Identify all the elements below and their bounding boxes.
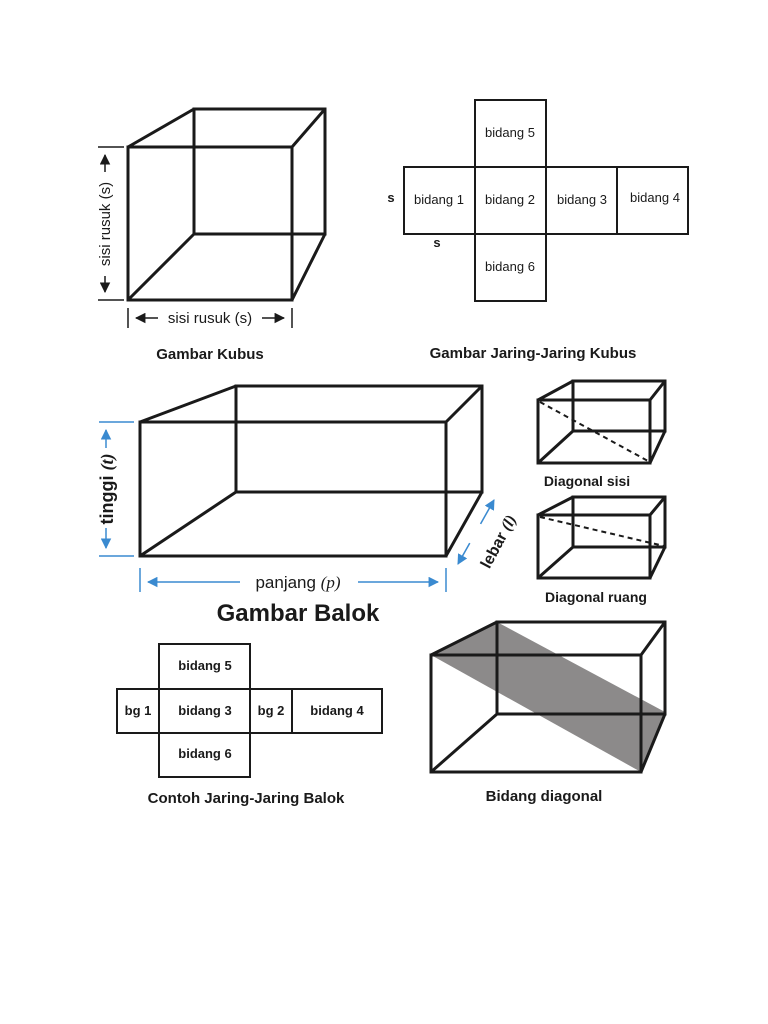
cube-net-face-6 bbox=[474, 233, 547, 302]
cube-net-label-5: bidang 5 bbox=[485, 125, 535, 140]
face-diagonal-back bbox=[571, 379, 667, 433]
cube-horizontal-label: sisi rusuk (s) bbox=[168, 310, 252, 327]
cuboid-height-dimension: tinggi (t) bbox=[95, 421, 134, 557]
cube-net-face-4 bbox=[616, 166, 689, 235]
cuboid-net-label-3: bidang 3 bbox=[178, 703, 231, 718]
cube-back-face bbox=[192, 107, 327, 236]
diagonal-plane-caption: Bidang diagonal bbox=[486, 788, 603, 805]
space-diagonal-caption: Diagonal ruang bbox=[545, 589, 647, 605]
cuboid-length-dimension: panjang (p) bbox=[139, 568, 447, 594]
cuboid-length-label: panjang (p) bbox=[255, 573, 340, 592]
space-diagonal-drawing bbox=[536, 495, 667, 580]
cuboid-net-label-6: bidang 6 bbox=[178, 746, 231, 761]
cube-vertical-label: sisi rusuk (s) bbox=[97, 182, 114, 266]
face-diagonal-caption: Diagonal sisi bbox=[544, 473, 630, 489]
face-diagonal-line bbox=[539, 401, 649, 462]
cuboid-net-label-4: bidang 4 bbox=[310, 703, 364, 718]
cuboid-back-face bbox=[234, 384, 484, 494]
cuboid-net-label-bg2: bg 2 bbox=[258, 703, 285, 718]
cube-caption: Gambar Kubus bbox=[156, 346, 264, 363]
cuboid-net-face-4 bbox=[291, 688, 383, 734]
cube-vertical-dimension: sisi rusuk (s) bbox=[96, 146, 124, 301]
cube-horizontal-dimension: sisi rusuk (s) bbox=[127, 306, 293, 328]
cuboid-net-face-6 bbox=[158, 732, 251, 778]
cuboid-net-label-bg1: bg 1 bbox=[125, 703, 152, 718]
space-diagonal-back bbox=[571, 495, 667, 549]
cube-front-face bbox=[126, 145, 294, 302]
diagonal-plane-shaded bbox=[431, 622, 665, 772]
cube-net: bidang 5 bidang 1 bidang 2 bidang 3 bida… bbox=[387, 99, 689, 302]
diagonal-plane-back bbox=[495, 620, 667, 716]
cube-net-label-6: bidang 6 bbox=[485, 259, 535, 274]
cuboid-height-label: tinggi (t) bbox=[97, 454, 118, 525]
cube-net-side-left: s bbox=[387, 190, 394, 205]
cube-drawing bbox=[126, 107, 327, 302]
space-diagonal-line bbox=[539, 516, 665, 547]
cuboid-front-face bbox=[138, 420, 448, 558]
cube-net-label-4: bidang 4 bbox=[630, 190, 680, 205]
cube-net-side-bottom: s bbox=[433, 235, 440, 250]
cube-net-caption: Gambar Jaring-Jaring Kubus bbox=[430, 345, 637, 362]
cuboid-net-caption: Contoh Jaring-Jaring Balok bbox=[148, 790, 345, 807]
cuboid-width-dimension: lebar (l) bbox=[457, 499, 526, 571]
cuboid-net-label-5: bidang 5 bbox=[178, 658, 231, 673]
cuboid-net: bidang 5 bg 1 bidang 3 bg 2 bidang 4 bid… bbox=[116, 643, 383, 778]
cube-net-label-1: bidang 1 bbox=[414, 192, 464, 207]
cube-net-label-2: bidang 2 bbox=[485, 192, 535, 207]
cube-net-label-3: bidang 3 bbox=[557, 192, 607, 207]
diagonal-plane-drawing bbox=[429, 620, 667, 774]
face-diagonal-drawing bbox=[536, 379, 667, 465]
cuboid-drawing bbox=[138, 384, 484, 558]
cuboid-caption: Gambar Balok bbox=[217, 600, 380, 627]
